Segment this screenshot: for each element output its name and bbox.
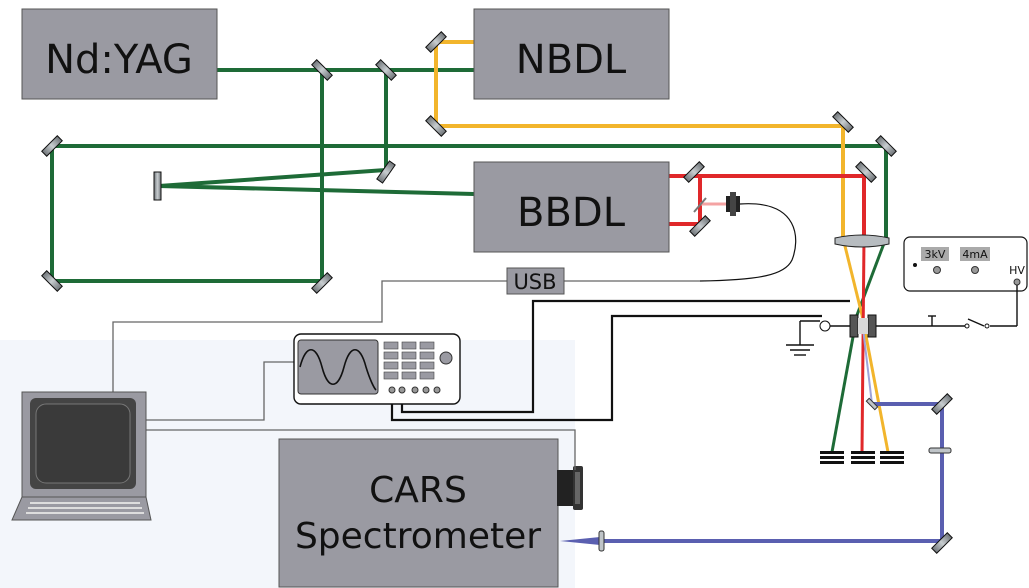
green-beam-paths — [50, 68, 888, 453]
computer — [11, 391, 152, 521]
nd-yag-label: Nd:YAG — [45, 37, 193, 83]
switch-contact — [984, 323, 990, 329]
spectrometer-camera — [557, 466, 583, 510]
nbdl-label: NBDL — [516, 37, 627, 83]
bbdl-laser: BBDL — [473, 161, 670, 253]
mirror — [931, 532, 953, 554]
mirror — [311, 59, 333, 81]
blue-lens-horizontal — [598, 530, 605, 552]
red-beam-paths — [669, 174, 866, 453]
mirror — [855, 161, 877, 183]
probe-coil — [819, 320, 831, 332]
mirror — [689, 215, 711, 237]
cars-label-line2: Spectrometer — [295, 516, 541, 557]
nbdl-laser: NBDL — [473, 8, 670, 100]
cars-spectrometer: CARS Spectrometer — [278, 438, 559, 588]
electrodes — [849, 314, 877, 338]
blue-lens-vertical — [928, 447, 952, 454]
hv-voltage-readout: 3kV — [925, 248, 946, 261]
mirror — [832, 111, 854, 133]
ground-symbol — [786, 320, 820, 356]
usb-label: USB — [513, 270, 556, 294]
switch-contact — [964, 323, 970, 329]
hv-current-readout: 4mA — [962, 248, 988, 261]
mirror — [41, 270, 63, 292]
photodiode — [699, 192, 797, 282]
mirror — [311, 272, 333, 294]
mirrors — [41, 31, 953, 554]
nd-yag-laser: Nd:YAG — [21, 8, 218, 100]
mirror — [425, 31, 447, 53]
bbdl-label: BBDL — [517, 190, 626, 236]
mirror — [931, 393, 953, 415]
hv-output-label: HV — [1009, 264, 1025, 277]
mirror — [875, 135, 897, 157]
usb-label-box: USB — [506, 267, 565, 295]
focusing-lens — [834, 234, 890, 248]
blue-beam-taper — [560, 537, 600, 545]
hv-wiring — [830, 285, 1018, 327]
blue-beam-paths — [600, 402, 944, 543]
cars-label-line1: CARS — [369, 470, 467, 511]
oscilloscope — [293, 333, 461, 405]
mirror — [376, 160, 396, 184]
mirror — [683, 161, 705, 183]
computer-connections — [112, 280, 700, 470]
mirror — [41, 135, 63, 157]
beam-splitter — [693, 197, 707, 213]
mirror — [375, 59, 397, 81]
mirror — [425, 115, 447, 137]
hv-power-supply: 3kV 4mA HV — [903, 236, 1028, 292]
signal-pickoff-mirror — [865, 397, 879, 411]
end-mirror — [153, 171, 162, 201]
beam-dumps — [820, 451, 904, 464]
yellow-beam-paths — [434, 40, 890, 453]
